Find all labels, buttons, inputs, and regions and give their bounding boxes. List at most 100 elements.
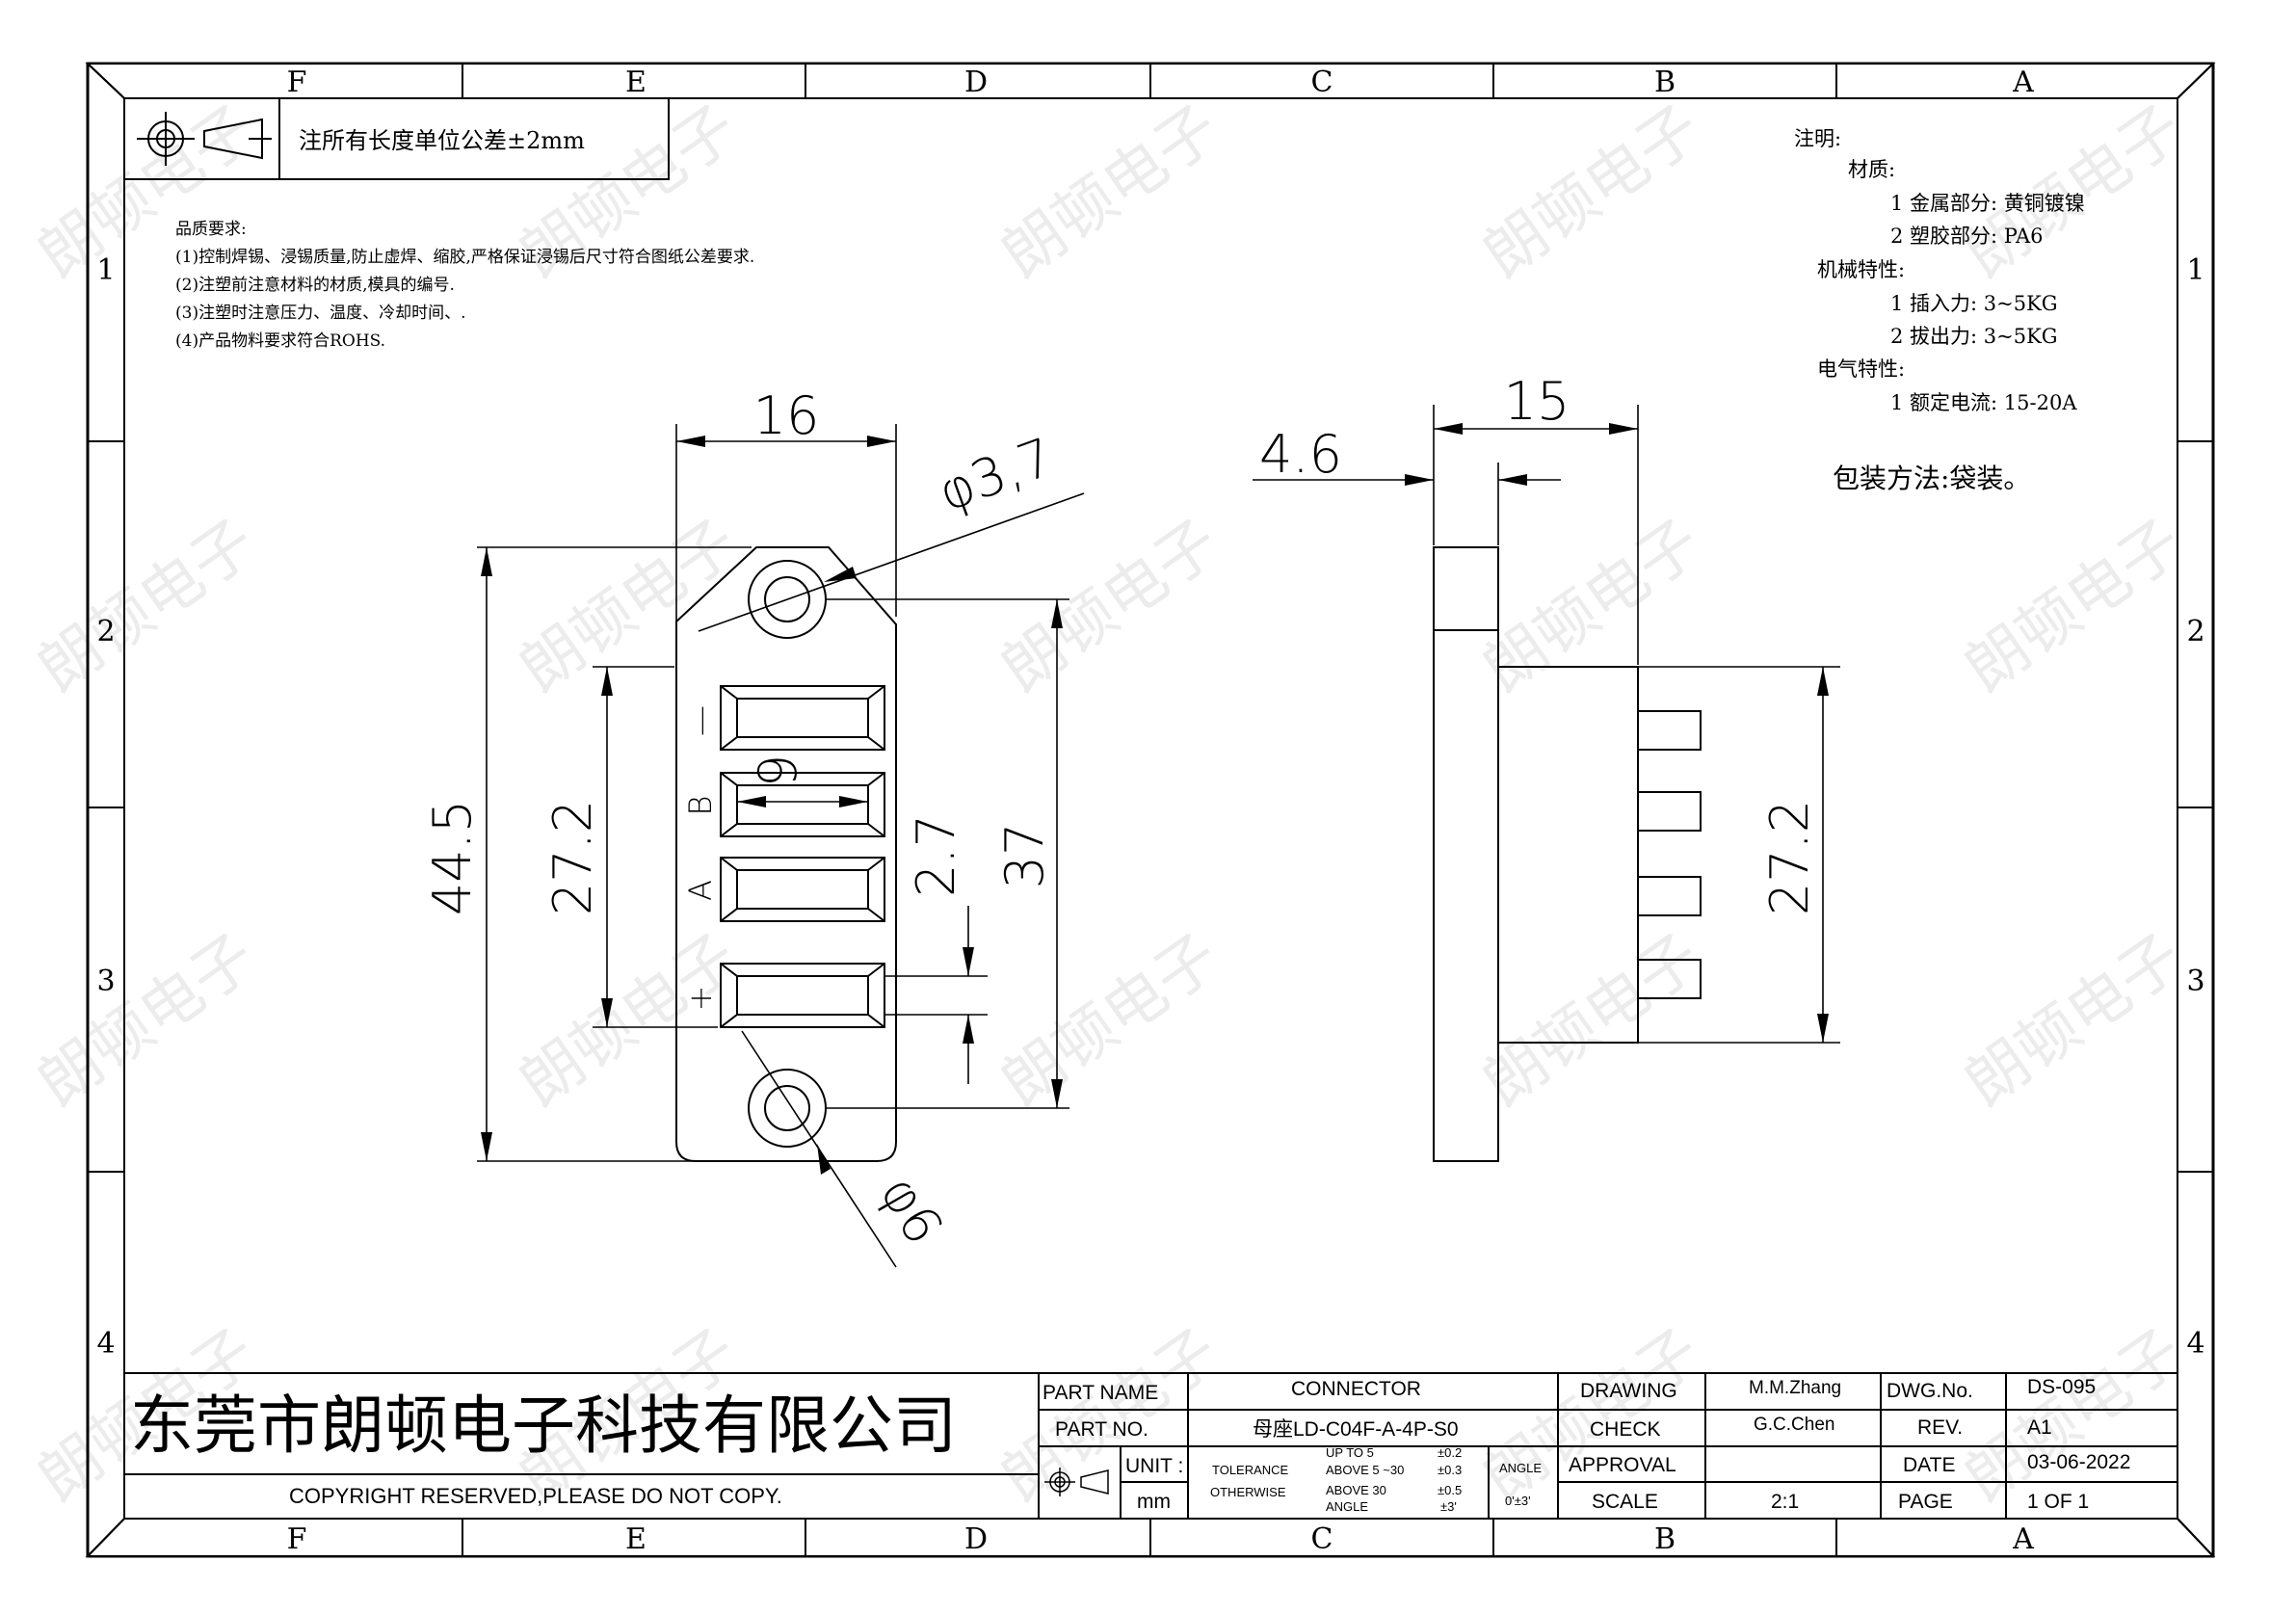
zone-col-label: A	[2012, 66, 2034, 99]
dimension-arrows	[481, 436, 1063, 1175]
page-label: PAGE	[1898, 1491, 1953, 1513]
quality-line: (4)产品物料要求符合ROHS.	[175, 331, 385, 351]
watermark: 朗顿电子	[508, 507, 751, 706]
zone-col-label: B	[1654, 1522, 1676, 1556]
mounting-hole-bottom	[748, 1069, 827, 1148]
watermark: 朗顿电子	[1471, 921, 1714, 1121]
dwg-no-label: DWG.No.	[1887, 1380, 1973, 1402]
front-view: — B A +	[422, 385, 1085, 1268]
zone-col-label: B	[1654, 66, 1676, 99]
tolerance-label: TOLERANCE	[1212, 1463, 1289, 1477]
watermark: 朗顿电子	[1471, 93, 1714, 292]
tol-row: ABOVE 5 ~30	[1326, 1463, 1404, 1477]
tol-value: ±0.3	[1438, 1463, 1462, 1477]
watermark: 朗顿电子	[1953, 1316, 2196, 1516]
zone-row-label: 1	[96, 253, 115, 287]
quality-title: 品质要求:	[175, 220, 247, 239]
dwg-no-value: DS-095	[2027, 1376, 2096, 1398]
spec-notes: 注明: 材质: 1 金属部分: 黄铜镀镍 2 塑胶部分: PA6 机械特性: 1…	[1794, 127, 2085, 494]
page-value: 1 OF 1	[2027, 1491, 2089, 1513]
pin-slot	[720, 772, 885, 837]
date-value: 03-06-2022	[2027, 1451, 2130, 1473]
dim-flange: 4.6	[1259, 424, 1342, 485]
watermark: 朗顿电子	[990, 921, 1232, 1121]
zone-row-label: 3	[2186, 965, 2204, 998]
date-label: DATE	[1903, 1454, 1955, 1476]
watermark: 朗顿电子	[1953, 921, 2196, 1121]
scale-label: SCALE	[1592, 1491, 1658, 1513]
quality-line: (2)注塑前注意材料的材质,模具的编号.	[175, 276, 455, 295]
tolerance-note-box: 注所有长度单位公差±2mm	[123, 97, 670, 180]
side-body	[1497, 666, 1639, 1044]
rev-label: REV.	[1917, 1416, 1963, 1439]
dim-slot-width: 9	[748, 754, 808, 787]
pin-slot	[720, 963, 885, 1028]
elec-title: 电气特性:	[1817, 357, 1905, 381]
dim-height: 44.5	[422, 800, 483, 915]
pin-label: +	[682, 986, 719, 1012]
dim-slots: 27.2	[542, 800, 603, 915]
watermark: 朗顿电子	[1471, 1316, 1714, 1516]
side-dimension-arrows	[1405, 423, 1829, 1043]
zone-col-label: F	[287, 1522, 307, 1556]
dim-depth: 15	[1504, 371, 1570, 432]
side-dimension-lines	[1253, 405, 1840, 1044]
part-no-label: PART NO.	[1055, 1418, 1148, 1441]
angle-label: ANGLE	[1499, 1461, 1542, 1475]
zone-col-label: D	[964, 66, 988, 99]
quality-requirements: 品质要求: (1)控制焊锡、浸锡质量,防止虚焊、缩胶,严格保证浸锡后尺寸符合图纸…	[175, 220, 754, 351]
dimension-lines	[477, 424, 1085, 1268]
tol-row: ANGLE	[1326, 1499, 1368, 1514]
dimension-texts: 16 φ3,7 44.5 27.2 37 2.7 9 φ6	[422, 385, 1062, 1255]
pin-slot	[720, 857, 885, 922]
dim-boss: φ6	[868, 1166, 955, 1255]
side-pin	[1637, 710, 1702, 751]
drawing-value: M.M.Zhang	[1749, 1378, 1841, 1398]
watermark: 朗顿电子	[508, 921, 751, 1121]
title-block: 东莞市朗顿电子科技有限公司 COPYRIGHT RESERVED,PLEASE …	[124, 1372, 2177, 1519]
tol-row: UP TO 5	[1326, 1445, 1374, 1460]
watermark: 朗顿电子	[990, 93, 1232, 292]
mech-line: 2 拔出力: 3~5KG	[1890, 325, 2058, 348]
side-dimension-texts: 15 4.6 27.2	[1259, 371, 1820, 915]
watermark: 朗顿电子	[1471, 507, 1714, 706]
side-pin	[1637, 959, 1702, 999]
notes-title: 注明:	[1794, 127, 1841, 150]
pin-label: B	[682, 796, 719, 816]
approval-label: APPROVAL	[1569, 1454, 1676, 1476]
tolerance-note: 注所有长度单位公差±2mm	[299, 127, 585, 154]
angle-value: 0'±3'	[1505, 1494, 1531, 1508]
company-name: 东莞市朗顿电子科技有限公司	[130, 1389, 957, 1463]
elec-line: 1 额定电流: 15-20A	[1890, 391, 2077, 414]
scale-value: 2:1	[1771, 1491, 1799, 1513]
watermark: 朗顿电子	[990, 507, 1232, 706]
mech-line: 1 插入力: 3~5KG	[1890, 292, 2058, 315]
zone-col-label: A	[2012, 1522, 2034, 1556]
dim-pins: 27.2	[1759, 800, 1820, 915]
projection-symbol-icon	[137, 112, 272, 166]
copyright-note: COPYRIGHT RESERVED,PLEASE DO NOT COPY.	[289, 1484, 782, 1508]
packing-note: 包装方法:袋装。	[1833, 463, 2030, 494]
connector-body-outline	[675, 546, 897, 1162]
zone-row-label: 2	[2186, 615, 2204, 648]
dim-width: 16	[753, 385, 820, 446]
mech-title: 机械特性:	[1817, 258, 1905, 281]
dim-pitch: 37	[994, 823, 1055, 889]
zone-labels: F E D C B A F E D C B A 1 2 3 4 1 2 3 4	[96, 66, 2204, 1556]
zone-row-label: 2	[96, 615, 115, 648]
unit-value: mm	[1137, 1491, 1171, 1513]
tol-row: ABOVE 30	[1326, 1483, 1386, 1497]
side-view: 15 4.6 27.2	[1253, 371, 1840, 1162]
part-name-value: CONNECTOR	[1291, 1378, 1421, 1400]
otherwise-label: OTHERWISE	[1210, 1485, 1286, 1499]
rev-value: A1	[2027, 1416, 2052, 1439]
zone-col-label: C	[1311, 66, 1333, 99]
watermark: 朗顿电子	[26, 507, 269, 706]
zone-row-label: 4	[2186, 1327, 2204, 1361]
zone-row-label: 4	[96, 1327, 115, 1361]
material-line: 1 金属部分: 黄铜镀镍	[1890, 192, 2085, 215]
dim-gap: 2.7	[906, 814, 966, 897]
zone-col-label: F	[287, 66, 307, 99]
quality-line: (1)控制焊锡、浸锡质量,防止虚焊、缩胶,严格保证浸锡后尺寸符合图纸公差要求.	[175, 248, 754, 267]
